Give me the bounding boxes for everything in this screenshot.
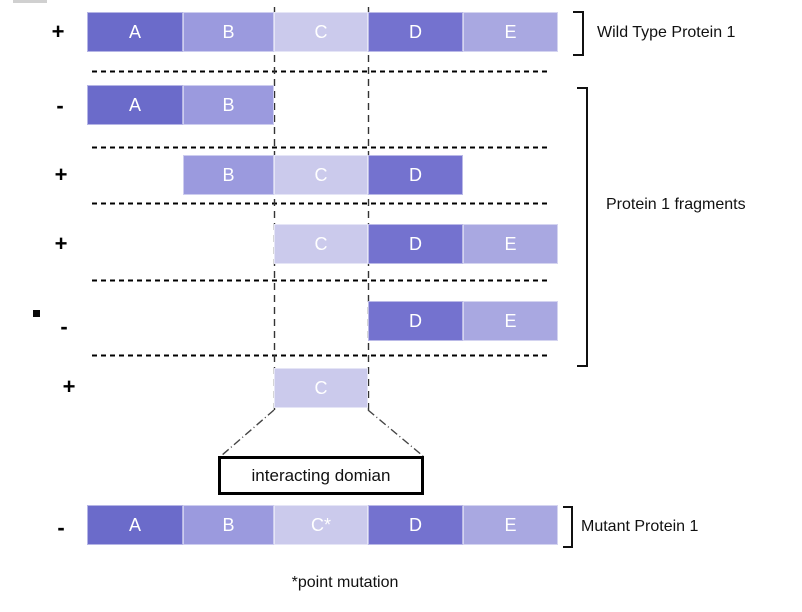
domain-b: B [183, 12, 274, 52]
bullet-square [33, 310, 40, 317]
wild-type-label: Wild Type Protein 1 [597, 24, 736, 41]
domain-e: E [463, 505, 558, 545]
domain-c-mutated: C* [274, 505, 368, 545]
interaction-sign: + [51, 19, 65, 44]
domain-a: A [87, 12, 183, 52]
domain-a: A [87, 85, 183, 125]
c-domain-guide-lines [273, 7, 370, 411]
domain-d: D [368, 12, 463, 52]
interaction-sign: - [60, 314, 68, 339]
domain-e: E [463, 12, 558, 52]
domain-b: B [183, 85, 274, 125]
interaction-sign: + [54, 231, 68, 256]
domain-c: C [274, 155, 368, 195]
wild-type-bracket [573, 11, 584, 56]
funnel-line-right [367, 409, 424, 457]
top-edge-gray-strip [13, 0, 47, 3]
dashed-separator-lines [92, 70, 551, 357]
domain-d: D [368, 155, 463, 195]
interaction-sign: + [62, 374, 76, 399]
domain-c: C [274, 224, 368, 264]
funnel-line-left [220, 409, 275, 457]
domain-b: B [183, 505, 274, 545]
domain-d: D [368, 301, 463, 341]
domain-a: A [87, 505, 183, 545]
fragments-label: Protein 1 fragments [606, 196, 746, 213]
domain-e: E [463, 224, 558, 264]
brackets [563, 11, 588, 548]
domain-d: D [368, 505, 463, 545]
domain-b: B [183, 155, 274, 195]
domain-e: E [463, 301, 558, 341]
domain-c: C [274, 12, 368, 52]
mutant-bracket [563, 506, 573, 548]
interaction-sign: + [54, 162, 68, 187]
domain-c: C [274, 368, 368, 408]
point-mutation-footnote: *point mutation [291, 574, 399, 591]
interaction-sign: - [56, 93, 64, 118]
funnel-lines [220, 409, 424, 457]
domain-d: D [368, 224, 463, 264]
interacting-domain-label: interacting domian [251, 465, 391, 485]
interaction-sign: - [57, 515, 65, 540]
fragments-bracket [577, 87, 588, 367]
interacting-domain-box: interacting domian [218, 456, 424, 495]
mutant-label: Mutant Protein 1 [581, 518, 699, 535]
